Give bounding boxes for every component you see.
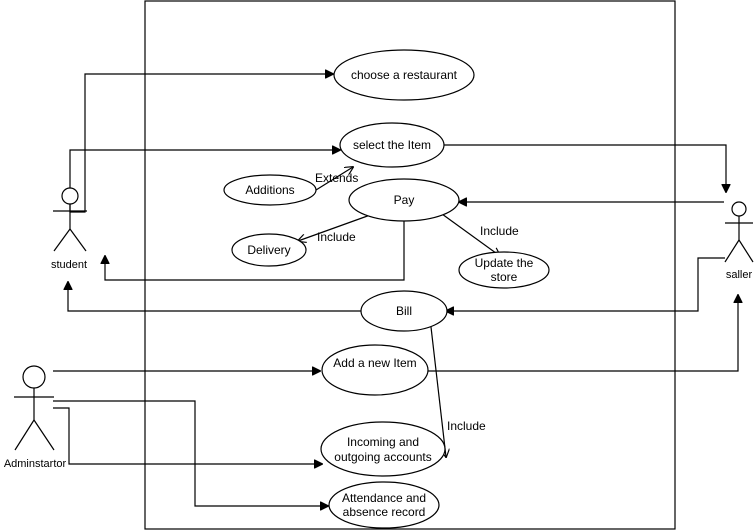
usecase-pay[interactable]: Pay	[348, 178, 460, 222]
relation-extends-label: Extends	[315, 171, 358, 185]
edge-pay-student	[105, 221, 405, 281]
edge-pay-include-delivery	[298, 213, 374, 241]
usecase-accounts-label-line2: outgoing accounts	[334, 450, 431, 464]
edge-student-choose-restaurant	[72, 74, 333, 213]
relation-include-update-label: Include	[480, 224, 519, 238]
usecase-attendance-label-line2: absence record	[343, 505, 426, 519]
relation-include-delivery-label: Include	[317, 230, 356, 244]
usecase-accounts-label-line1: Incoming and	[347, 435, 419, 449]
usecase-add-new-item[interactable]: Add a new Item	[321, 344, 429, 396]
usecase-update-store-label-line2: store	[491, 270, 518, 284]
edge-add-item-saller	[428, 295, 738, 372]
edge-bill-student	[68, 282, 361, 312]
usecase-add-new-item-label: Add a new Item	[333, 356, 416, 370]
edge-student-select-item	[69, 150, 340, 213]
usecase-select-item-label: select the Item	[353, 138, 431, 152]
usecase-update-store[interactable]: Update the store	[458, 251, 550, 289]
usecase-pay-label: Pay	[394, 193, 415, 207]
usecase-bill[interactable]: Bill	[360, 290, 448, 332]
usecase-update-store-label-line1: Update the	[475, 256, 534, 270]
actor-saller-label: saller	[726, 269, 753, 281]
usecase-delivery-label: Delivery	[247, 243, 290, 257]
usecase-bill-label: Bill	[396, 304, 412, 318]
usecase-choose-restaurant-label: choose a restaurant	[351, 68, 458, 82]
stick-figure-icon	[14, 365, 55, 451]
relation-include-accounts-label: Include	[447, 419, 486, 433]
edge-admin-attendance	[53, 400, 328, 506]
edge-bill-include-accounts	[430, 326, 446, 457]
actor-student[interactable]: student	[51, 187, 87, 271]
actor-administrator-label: Adminstartor	[4, 458, 67, 470]
usecase-select-item[interactable]: select the Item	[339, 122, 445, 168]
usecase-delivery[interactable]: Delivery	[231, 233, 307, 267]
edge-additions-extends-select-item	[315, 167, 353, 191]
usecase-attendance-label-line1: Attendance and	[342, 491, 426, 505]
actor-saller[interactable]: saller	[724, 201, 754, 281]
actor-administrator[interactable]: Adminstartor	[4, 365, 67, 470]
edge-pay-include-update-store	[441, 213, 500, 256]
edge-saller-bill	[446, 257, 725, 311]
stick-figure-icon	[53, 187, 87, 252]
usecase-additions[interactable]: Additions	[223, 174, 317, 206]
usecase-attendance[interactable]: Attendance and absence record	[328, 481, 440, 529]
actor-student-label: student	[51, 259, 87, 271]
usecase-choose-restaurant[interactable]: choose a restaurant	[333, 49, 475, 101]
edge-select-item-saller	[444, 144, 726, 192]
usecase-additions-label: Additions	[245, 183, 294, 197]
stick-figure-icon	[724, 201, 754, 263]
usecase-accounts[interactable]: Incoming and outgoing accounts	[320, 421, 446, 477]
